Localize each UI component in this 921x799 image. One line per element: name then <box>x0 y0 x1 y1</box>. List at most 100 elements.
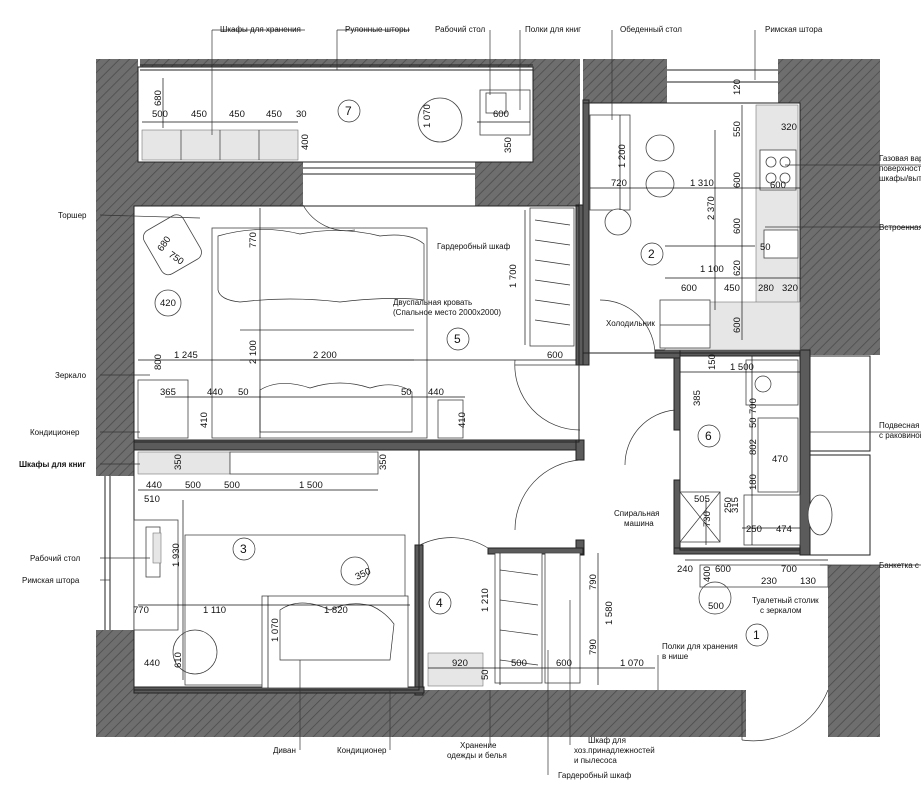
label-mirror: Зеркало <box>55 371 87 380</box>
dim-text: 2 370 <box>706 196 717 220</box>
label-ac-bottom: Кондиционер <box>337 746 387 755</box>
dim-text: 1 500 <box>730 362 754 373</box>
dim-text: 180 <box>748 474 759 490</box>
dim-text: 510 <box>144 494 160 505</box>
dim-text: 770 <box>133 605 149 616</box>
dim-text: 600 <box>715 564 731 575</box>
dim-text: 385 <box>692 390 703 406</box>
dim-text: 120 <box>732 79 743 95</box>
fridge-shape <box>659 299 711 349</box>
label-wardrobe-bottom: Гардеробный шкаф <box>558 771 632 780</box>
dim-text: 500 <box>708 601 724 612</box>
dim-text: 620 <box>732 260 743 276</box>
room-number-2: 2 <box>648 247 655 261</box>
label-washing-2: машина <box>624 519 654 528</box>
label-double-bed-2: (Спальное место 2000х2000) <box>393 308 501 317</box>
label-gas-hob-3: шкафы/вытя <box>879 174 921 183</box>
dim-text: 350 <box>173 454 184 470</box>
dim-text: 450 <box>266 109 282 120</box>
room-number-3: 3 <box>240 542 247 556</box>
dim-text: 280 <box>758 283 774 294</box>
dim-text: 1 070 <box>620 658 644 669</box>
room-number-5: 5 <box>454 332 461 346</box>
dim-text: 802 <box>748 439 759 455</box>
room-outlines <box>133 66 871 691</box>
label-storage-clothes-2: одежды и белья <box>447 751 507 760</box>
dim-text: 400 <box>702 566 713 582</box>
label-niche-shelves-2: в нише <box>662 652 689 661</box>
label-fridge: Холодильник <box>606 319 655 328</box>
dim-text: 600 <box>681 283 697 294</box>
dim-text: 350 <box>378 454 389 470</box>
chair-round-shape <box>417 97 463 143</box>
dim-text: 50 <box>760 242 771 253</box>
dim-text: 350 <box>503 137 514 153</box>
room-number-6: 6 <box>705 429 712 443</box>
dim-text: 1 580 <box>604 601 615 625</box>
dim-text: 770 <box>248 232 259 248</box>
dim-text: 410 <box>199 412 210 428</box>
dim-text: 230 <box>761 576 777 587</box>
room-number-7: 7 <box>345 104 352 118</box>
exterior-walls <box>96 59 880 737</box>
dim-text: 470 <box>772 454 788 465</box>
dim-text: 30 <box>296 109 307 120</box>
label-roman-blind-left: Римская штора <box>22 576 80 585</box>
dim-text: 400 <box>300 134 311 150</box>
dim-text: 320 <box>781 122 797 133</box>
label-floor-lamp: Торшер <box>58 211 87 220</box>
dim-text: 1 110 <box>203 605 226 616</box>
windows <box>104 64 778 630</box>
sofa-shape <box>261 595 409 689</box>
dim-text: 440 <box>144 658 160 669</box>
dim-text: 550 <box>732 121 743 137</box>
label-roller-blinds: Рулонные шторы <box>345 25 410 34</box>
dim-text: 500 <box>152 109 168 120</box>
bed-shape <box>211 227 428 439</box>
dimension-lines <box>138 78 828 688</box>
dim-text: 450 <box>191 109 207 120</box>
dim-text: 1 070 <box>270 618 281 642</box>
dim-text: 500 <box>511 658 527 669</box>
dim-text: 1 210 <box>480 588 491 612</box>
label-gas-hob-2: поверхност <box>879 164 921 173</box>
annotation-labels: Шкафы для хранения Рулонные шторы Рабочи… <box>19 25 921 780</box>
dim-text: 450 <box>724 283 740 294</box>
dim-text: 2 100 <box>248 340 259 364</box>
dim-text: 440 <box>207 387 223 398</box>
dim-text: 1 820 <box>324 605 348 616</box>
dim-text: 680 <box>153 90 164 106</box>
dim-text: 450 <box>229 109 245 120</box>
label-bookshelves-left: Шкафы для книг <box>19 460 86 469</box>
dim-text: 1 310 <box>690 178 714 189</box>
dim-text: 50 <box>480 669 491 680</box>
label-household-2: хоз.принадлежностей <box>574 746 655 755</box>
label-vanity-2: с зеркалом <box>760 606 802 615</box>
room-numbers: 7 2 5 6 3 4 1 <box>232 99 769 647</box>
label-storage-clothes-1: Хранение <box>460 741 497 750</box>
label-vanity-1: Туалетный столик <box>752 596 819 605</box>
dim-text: 315 <box>730 497 741 513</box>
label-ac-top: Кондиционер <box>30 428 80 437</box>
dim-text: 250 <box>746 524 762 535</box>
dim-text: 440 <box>428 387 444 398</box>
label-wardrobe-bedroom: Гардеробный шкаф <box>437 242 511 251</box>
label-hanging-sink-2: с раковиной <box>879 431 921 440</box>
dim-text: 720 <box>611 178 627 189</box>
label-household-1: Шкаф для <box>588 736 626 745</box>
dining-table-shape <box>589 114 631 211</box>
dim-text: 600 <box>732 317 743 333</box>
dim-text: 1 100 <box>700 264 724 275</box>
label-book-shelves-top: Полки для книг <box>525 25 581 34</box>
dimension-text: 680 500 450 450 450 30 400 1 070 600 350… <box>133 79 816 680</box>
label-hanging-sink-1: Подвесная т <box>879 421 921 430</box>
dim-text: 700 <box>748 398 759 414</box>
dim-text: 1 930 <box>171 543 182 567</box>
dim-text: 790 <box>588 574 599 590</box>
label-gas-hob-1: Газовая вар <box>879 154 921 163</box>
dim-text: 1 245 <box>174 350 198 361</box>
dim-text: 1 700 <box>508 264 519 288</box>
dim-text: 240 <box>677 564 693 575</box>
label-dining-table: Обеденный стол <box>620 25 682 34</box>
label-bench: Банкетка с о <box>879 561 921 570</box>
